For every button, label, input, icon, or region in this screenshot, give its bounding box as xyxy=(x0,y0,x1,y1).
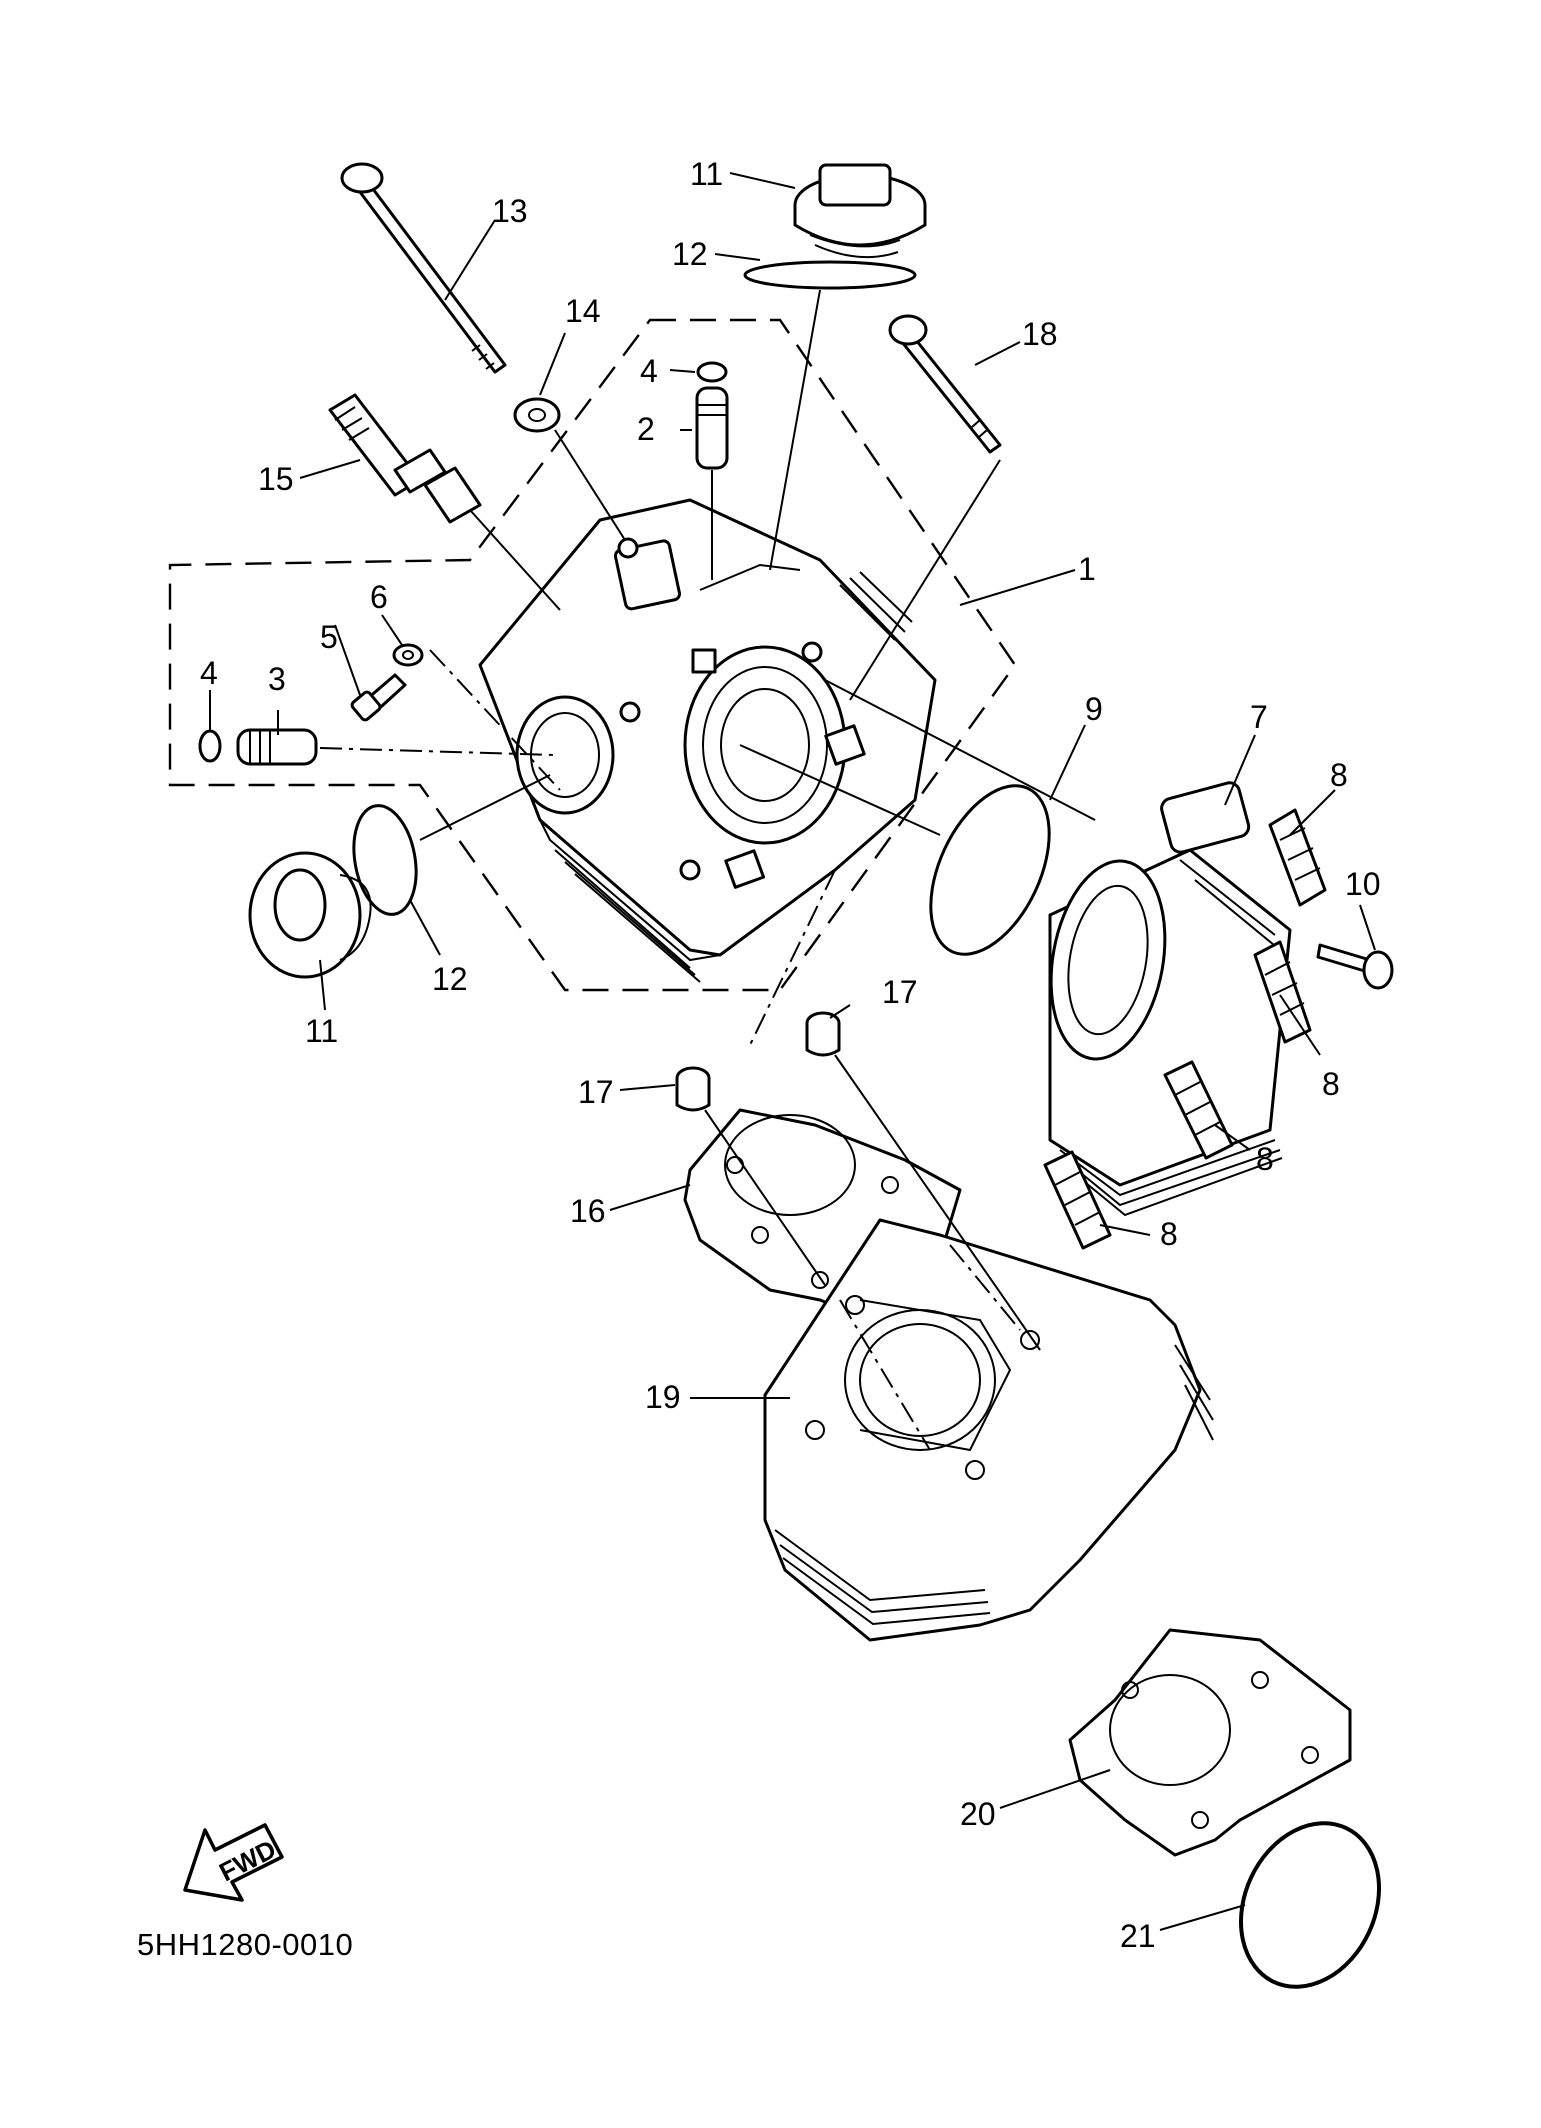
cylinder-bolt-long xyxy=(888,314,1002,454)
label-part-17b: 17 xyxy=(578,1074,614,1110)
label-part-8a: 8 xyxy=(1330,757,1348,793)
label-part-8c: 8 xyxy=(1256,1141,1274,1177)
damper-block-4 xyxy=(1043,1150,1112,1250)
label-part-11b: 11 xyxy=(305,1013,338,1049)
dowel-pin-2 xyxy=(675,1066,711,1112)
assembly-boundary xyxy=(168,318,1017,992)
cylinder-head xyxy=(478,498,937,983)
label-part-12a: 12 xyxy=(672,236,708,272)
valve-guide xyxy=(695,386,729,470)
cylinder xyxy=(763,1218,1214,1642)
o-ring-large xyxy=(929,784,1051,956)
part-labels: 1 2 3 4 4 5 6 7 8 8 8 8 9 10 11 11 12 12… xyxy=(200,156,1381,1954)
label-part-6: 6 xyxy=(370,579,388,615)
dowel-pin-1 xyxy=(805,1011,841,1057)
damper-block-2 xyxy=(1253,940,1312,1044)
small-washer xyxy=(392,643,424,667)
label-part-17a: 17 xyxy=(882,974,918,1010)
label-part-16: 16 xyxy=(570,1193,606,1229)
label-part-4b: 4 xyxy=(200,655,218,691)
label-part-9: 9 xyxy=(1085,691,1103,727)
fwd-arrow-icon: FWD xyxy=(183,1823,284,1902)
label-part-8d: 8 xyxy=(1160,1216,1178,1252)
diagram-reference-code: 5HH1280-0010 xyxy=(137,1927,353,1962)
valve-cap-left xyxy=(248,851,372,979)
label-part-20: 20 xyxy=(960,1796,996,1832)
label-part-14: 14 xyxy=(565,293,601,329)
label-part-15: 15 xyxy=(258,461,294,497)
spark-plug xyxy=(328,393,482,524)
circlip-top xyxy=(696,361,728,383)
cap-o-ring-top xyxy=(743,260,917,290)
cylinder-bolt-short xyxy=(1316,943,1394,990)
long-stud-bolt xyxy=(340,162,507,374)
label-part-13: 13 xyxy=(492,193,528,229)
label-part-2: 2 xyxy=(637,411,655,447)
label-part-10: 10 xyxy=(1345,866,1381,902)
leader-lines xyxy=(209,172,1376,1931)
damper-block-1 xyxy=(1268,808,1327,907)
valve-guide-left xyxy=(236,728,318,766)
label-part-11a: 11 xyxy=(690,156,723,192)
label-part-19: 19 xyxy=(645,1379,681,1415)
label-part-5: 5 xyxy=(320,619,338,655)
cap-o-ring-left xyxy=(352,804,418,916)
connector-lines xyxy=(319,289,1096,1451)
label-part-21: 21 xyxy=(1120,1918,1156,1954)
valve-cap-top xyxy=(793,163,927,259)
base-gasket xyxy=(1068,1628,1352,1857)
small-bolt xyxy=(350,673,407,722)
label-part-1: 1 xyxy=(1078,551,1096,587)
washer xyxy=(513,397,561,433)
damper-block-3 xyxy=(1163,1060,1234,1160)
label-part-4a: 4 xyxy=(640,353,658,389)
label-part-12b: 12 xyxy=(432,961,468,997)
label-part-7: 7 xyxy=(1250,699,1268,735)
label-part-18: 18 xyxy=(1022,316,1058,352)
circlip-left xyxy=(198,729,222,763)
label-part-3: 3 xyxy=(268,661,286,697)
base-o-ring xyxy=(1239,1821,1381,1989)
label-part-8b: 8 xyxy=(1322,1066,1340,1102)
cylinder-fin-block xyxy=(1048,781,1292,1217)
